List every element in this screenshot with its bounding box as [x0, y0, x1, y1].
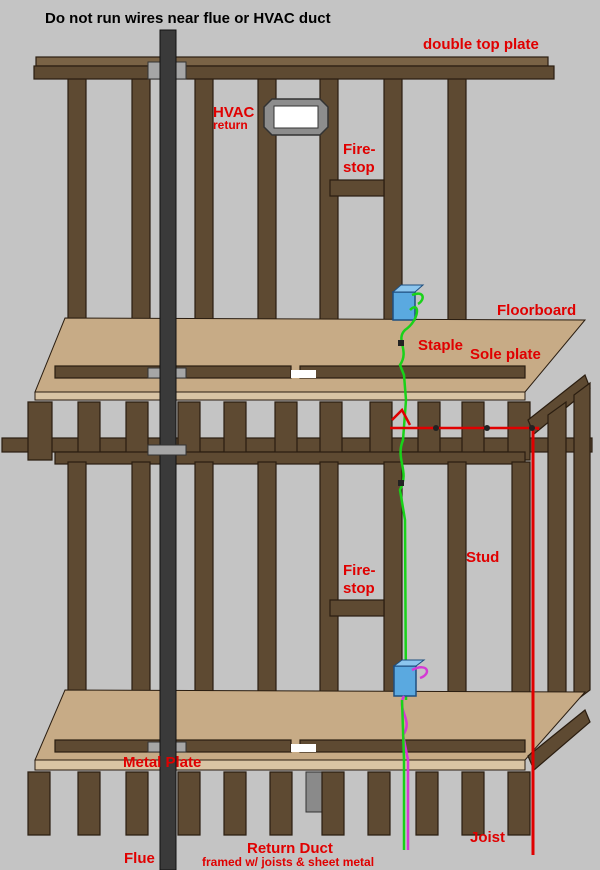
joist — [77, 401, 101, 461]
joist — [223, 771, 247, 836]
electrical-box-top — [392, 291, 416, 321]
bottom-story-framing — [54, 381, 591, 743]
label-stud: Stud — [466, 549, 500, 566]
label-joist: Joist — [470, 829, 506, 846]
label-firestop-top-2: stop — [343, 159, 375, 176]
joist — [125, 401, 149, 461]
label-return: return — [213, 118, 248, 132]
electrical-box-bottom-face — [392, 659, 426, 667]
joist — [77, 771, 101, 836]
joist — [223, 401, 247, 461]
label-return-duct-detail: framed w/ joists & sheet metal — [202, 855, 375, 869]
top-floorboard-edge — [34, 391, 526, 401]
green-cable-top — [411, 292, 424, 306]
side-stud — [573, 381, 591, 704]
side-stud — [547, 400, 567, 714]
joist — [27, 401, 53, 461]
green-cable — [398, 306, 419, 701]
bottom-sole-plate-right — [299, 739, 526, 753]
firestop-block — [329, 599, 385, 617]
label-firestop-top-1: Fire- — [343, 141, 376, 158]
label-return-duct: Return Duct — [247, 840, 333, 857]
joist — [125, 771, 149, 836]
label-firestop-bottom-2: stop — [343, 580, 375, 597]
joist — [269, 771, 293, 836]
drill-hole — [484, 425, 490, 431]
label-flue: Flue — [124, 850, 155, 867]
joist — [507, 401, 531, 461]
sole-plate-gap — [291, 744, 316, 752]
bottom-floor-joists — [27, 709, 591, 836]
joist — [367, 771, 391, 836]
joist — [415, 771, 439, 836]
joist — [507, 771, 531, 836]
joist — [319, 401, 343, 461]
bottom-floorboard-edge — [34, 759, 526, 771]
sole-plate-gap — [291, 370, 316, 378]
drill-hole — [433, 425, 439, 431]
magenta-cable-top — [411, 666, 429, 680]
joist — [461, 771, 485, 836]
green-cable-lower — [400, 699, 406, 850]
wiring — [390, 284, 540, 855]
joist — [369, 401, 393, 461]
staple — [398, 340, 404, 346]
electrical-box-top-face — [391, 284, 425, 293]
drill-hole — [529, 425, 535, 431]
top-plate-lower — [33, 65, 555, 80]
diagram-title: Do not run wires near flue or HVAC duct — [45, 10, 331, 27]
joist — [321, 771, 345, 836]
top-plate-upper — [35, 56, 549, 67]
joist — [461, 401, 485, 461]
hvac-opening — [273, 105, 319, 129]
firestop-block — [329, 179, 385, 197]
joist — [27, 771, 51, 836]
red-wire-loop — [391, 407, 412, 426]
label-firestop-bottom-1: Fire- — [343, 562, 376, 579]
metal-plate — [147, 444, 187, 456]
label-staple: Staple — [418, 337, 464, 354]
label-floorboard: Floorboard — [497, 302, 577, 319]
label-metal-plate: Metal Plate — [123, 754, 202, 771]
joist — [177, 771, 201, 836]
top-sole-plate-right — [299, 365, 526, 379]
label-sole-plate: Sole plate — [470, 346, 541, 363]
staple — [398, 480, 404, 486]
joist — [274, 401, 298, 461]
joist — [417, 401, 441, 461]
label-hvac: HVAC — [213, 104, 255, 121]
label-double-top-plate: double top plate — [423, 36, 539, 53]
red-wire-run — [390, 426, 540, 430]
